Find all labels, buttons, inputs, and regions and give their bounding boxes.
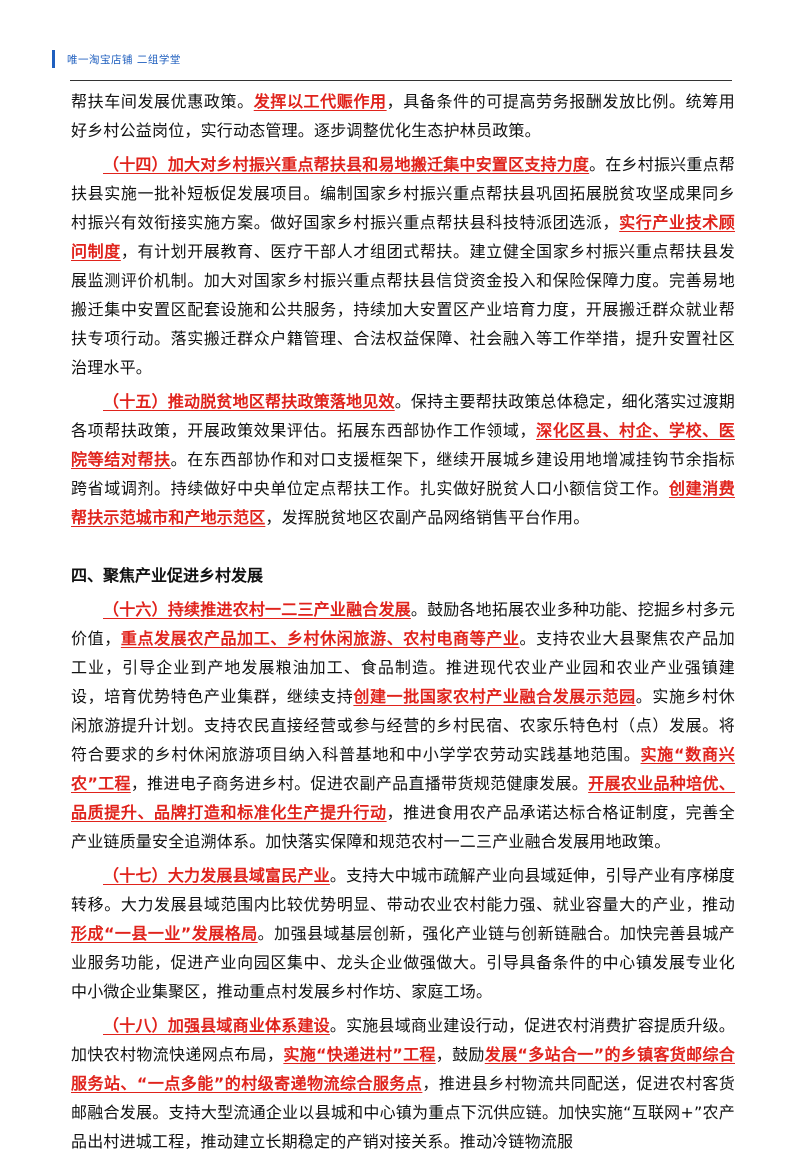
paragraph-p18: （十八）加强县域商业体系建设。实施县域商业建设行动，促进农村消费扩容提质升级。加…	[71, 1011, 735, 1156]
paragraph-p15: （十五）推动脱贫地区帮扶政策落地见效。保持主要帮扶政策总体稳定，细化落实过渡期各…	[71, 387, 735, 532]
highlighted-text: 发挥以工代赈作用	[253, 92, 387, 111]
body-text: ，推进食用农产品承诺达标合格证制度，完善全产业链质量安全追溯体系。加快落实保障和…	[71, 803, 735, 851]
highlighted-text: 实施“数商兴农”工程	[71, 745, 735, 793]
paragraph-group-2: （十六）持续推进农村一二三产业融合发展。鼓励各地拓展农业多种功能、挖掘乡村多元价…	[71, 595, 735, 1156]
header-rule	[70, 80, 732, 81]
body-text: 。在乡村振兴重点帮扶县实施一批补短板促发展项目。编制国家乡村振兴重点帮扶县巩固拓…	[71, 155, 735, 232]
paragraph-p17: （十七）大力发展县域富民产业。支持大中城市疏解产业向县域延伸，引导产业有序梯度转…	[71, 861, 735, 1006]
highlighted-text: 创建消费帮扶示范城市和产地示范区	[71, 479, 735, 527]
body-text: 。在东西部协作和对口支援框架下，继续开展城乡建设用地增减挂钩节余指标跨省域调剂。…	[71, 450, 735, 498]
highlighted-text: 实行产业技术顾问制度	[71, 213, 736, 261]
highlighted-text: 实施“快递进村”工程	[283, 1045, 436, 1064]
body-text: ，发挥脱贫地区农副产品网络销售平台作用。	[265, 508, 590, 527]
body-text: 。实施乡村休闲旅游提升计划。支持农民直接经营或参与经营的乡村民宿、农家乐特色村（…	[71, 687, 735, 764]
highlighted-text: 创建一批国家农村产业融合发展示范园	[353, 687, 636, 706]
highlighted-text: 形成“一县一业”发展格局	[71, 924, 258, 943]
body-text: ，具备条件的可提高劳务报酬发放比例。统筹用好乡村公益岗位，实行动态管理。逐步调整…	[71, 92, 736, 140]
body-text: 帮扶车间发展优惠政策。	[71, 92, 254, 111]
highlighted-text: （十五）推动脱贫地区帮扶政策落地见效	[103, 392, 395, 411]
body-text: 。支持农业大县聚焦农产品加工业，引导企业到产地发展粮油加工、食品制造。推进现代农…	[71, 629, 735, 706]
body-text: ，鼓励	[435, 1045, 485, 1064]
highlighted-text: 重点发展农产品加工、乡村休闲旅游、农村电商等产业	[120, 629, 520, 648]
highlighted-text: （十四）加大对乡村振兴重点帮扶县和易地搬迁集中安置区支持力度	[103, 155, 590, 174]
body-text: 。实施县域商业建设行动，促进农村消费扩容提质升级。加快农村物流快递网点布局，	[71, 1016, 735, 1064]
highlighted-text: 发展“多站合一”的乡镇客货邮综合服务站、“一点多能”的村级寄递物流综合服务点	[71, 1045, 735, 1093]
body-text: 。加强县域基层创新，强化产业链与创新链融合。加快完善县城产业服务功能，促进产业向…	[71, 924, 735, 1001]
document-body: 帮扶车间发展优惠政策。发挥以工代赈作用，具备条件的可提高劳务报酬发放比例。统筹用…	[71, 87, 735, 1161]
section-heading: 四、聚焦产业促进乡村发展	[71, 566, 264, 585]
paragraph-p0: 帮扶车间发展优惠政策。发挥以工代赈作用，具备条件的可提高劳务报酬发放比例。统筹用…	[71, 87, 735, 145]
page-header: 唯一淘宝店铺 二组学堂	[52, 50, 181, 68]
highlighted-text: （十八）加强县域商业体系建设	[103, 1016, 330, 1035]
highlighted-text: （十七）大力发展县域富民产业	[103, 866, 330, 885]
paragraph-p16: （十六）持续推进农村一二三产业融合发展。鼓励各地拓展农业多种功能、挖掘乡村多元价…	[71, 595, 735, 856]
highlighted-text: 开展农业品种培优、品质提升、品牌打造和标准化生产提升行动	[71, 774, 735, 822]
header-text: 唯一淘宝店铺 二组学堂	[67, 53, 181, 66]
body-text: ，推进电子商务进乡村。促进农副产品直播带货规范健康发展。	[130, 774, 589, 793]
body-text: ，有计划开展教育、医疗干部人才组团式帮扶。建立健全国家乡村振兴重点帮扶县发展监测…	[71, 242, 735, 377]
header-accent-bar	[52, 50, 55, 68]
highlighted-text: 深化区县、村企、学校、医院等结对帮扶	[71, 421, 735, 469]
paragraph-p14: （十四）加大对乡村振兴重点帮扶县和易地搬迁集中安置区支持力度。在乡村振兴重点帮扶…	[71, 150, 735, 382]
highlighted-text: （十六）持续推进农村一二三产业融合发展	[103, 600, 411, 619]
body-text: 。鼓励各地拓展农业多种功能、挖掘乡村多元价值，	[71, 600, 735, 648]
body-text: 。支持大中城市疏解产业向县域延伸，引导产业有序梯度转移。大力发展县域范围内比较优…	[71, 866, 735, 914]
body-text: 。保持主要帮扶政策总体稳定，细化落实过渡期各项帮扶政策，开展政策效果评估。拓展东…	[71, 392, 736, 440]
paragraph-group-1: 帮扶车间发展优惠政策。发挥以工代赈作用，具备条件的可提高劳务报酬发放比例。统筹用…	[71, 87, 735, 532]
